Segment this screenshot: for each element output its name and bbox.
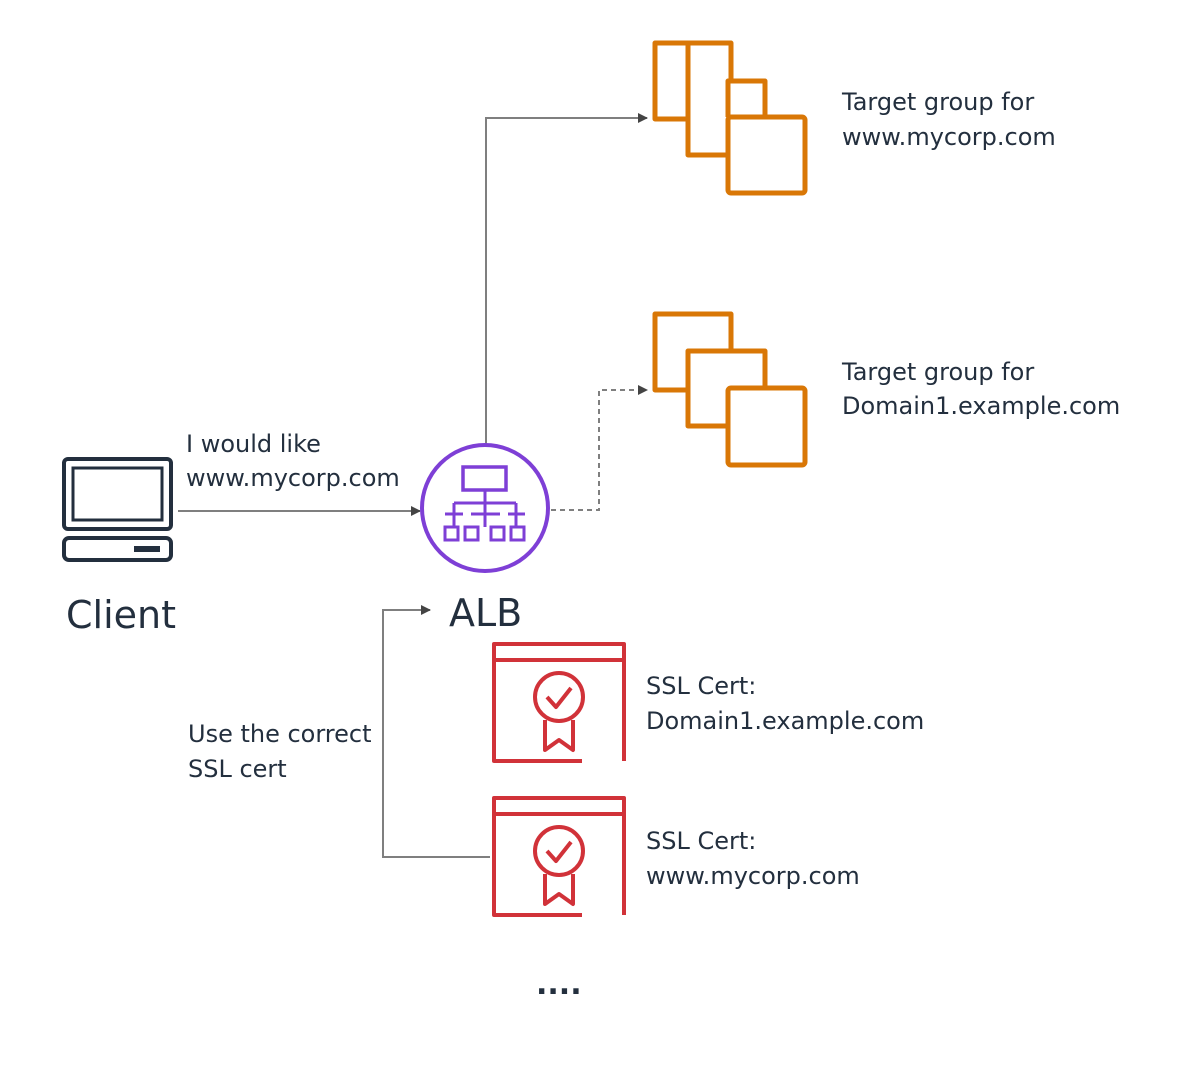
ssl-certificate-icon <box>492 796 626 917</box>
ec2-instances-icon <box>652 40 808 196</box>
request-label-line2: www.mycorp.com <box>186 464 400 492</box>
cert-1-line2: Domain1.example.com <box>646 707 924 735</box>
load-balancer-icon <box>420 443 550 573</box>
target-group-1-line1: Target group for <box>841 88 1034 116</box>
target-group-2-line2: Domain1.example.com <box>842 392 1120 420</box>
request-label-line1: I would like <box>186 430 321 458</box>
cert-note-line1: Use the correct <box>188 720 372 748</box>
cert-2-line1: SSL Cert: <box>646 827 756 855</box>
cert-1-line1: SSL Cert: <box>646 672 756 700</box>
more-certs-ellipsis: .... <box>536 967 582 1002</box>
alb-to-target-group-1-arrow <box>485 113 648 444</box>
client-label: Client <box>66 593 176 637</box>
cert-2-line2: www.mycorp.com <box>646 862 860 890</box>
ec2-instances-icon <box>652 311 808 468</box>
cert-to-alb-arrow <box>382 605 490 858</box>
ssl-certificate-icon <box>492 642 626 763</box>
target-group-2-line1: Target group for <box>841 358 1034 386</box>
cert-note-line2: SSL cert <box>188 755 287 783</box>
alb-to-target-group-2-arrow <box>551 385 648 511</box>
alb-label: ALB <box>449 591 522 635</box>
target-group-1-line2: www.mycorp.com <box>842 123 1056 151</box>
laptop-icon <box>62 457 173 562</box>
